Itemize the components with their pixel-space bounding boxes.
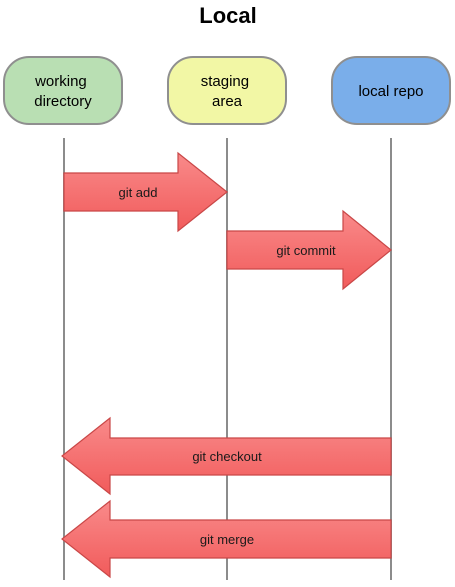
node-working-directory-line-2: directory: [34, 93, 92, 110]
node-local-repo-label: local repo: [358, 83, 423, 100]
node-local-repo-line-1: local repo: [358, 83, 423, 100]
arrow-git-commit-shape: [226, 209, 392, 291]
node-working-directory-line-1: working: [34, 73, 87, 90]
node-local-repo: local repo: [331, 56, 451, 125]
node-working-directory-box: [3, 56, 123, 125]
node-working-directory: working directory: [3, 56, 123, 125]
node-staging-area: staging area: [167, 56, 287, 125]
node-staging-area-box: [167, 56, 287, 125]
arrow-git-merge: git merge: [61, 499, 392, 579]
arrow-git-checkout-shape: [61, 416, 392, 496]
arrow-git-merge-shape: [61, 499, 392, 579]
node-local-repo-box: [331, 56, 451, 125]
arrow-git-add-shape: [63, 151, 228, 233]
arrow-git-add-label: git add: [118, 185, 157, 200]
node-staging-area-label: staging area: [201, 73, 254, 110]
arrow-git-checkout-label: git checkout: [192, 449, 262, 464]
arrow-git-merge-label: git merge: [200, 532, 254, 547]
arrow-git-add: git add: [63, 151, 228, 233]
diagram-title: Local: [199, 3, 256, 28]
arrow-git-commit: git commit: [226, 209, 392, 291]
node-staging-area-line-1: staging: [201, 73, 249, 90]
node-working-directory-label: working directory: [34, 73, 92, 110]
node-staging-area-line-2: area: [212, 93, 243, 110]
arrow-git-commit-label: git commit: [276, 243, 336, 258]
arrow-git-checkout: git checkout: [61, 416, 392, 496]
